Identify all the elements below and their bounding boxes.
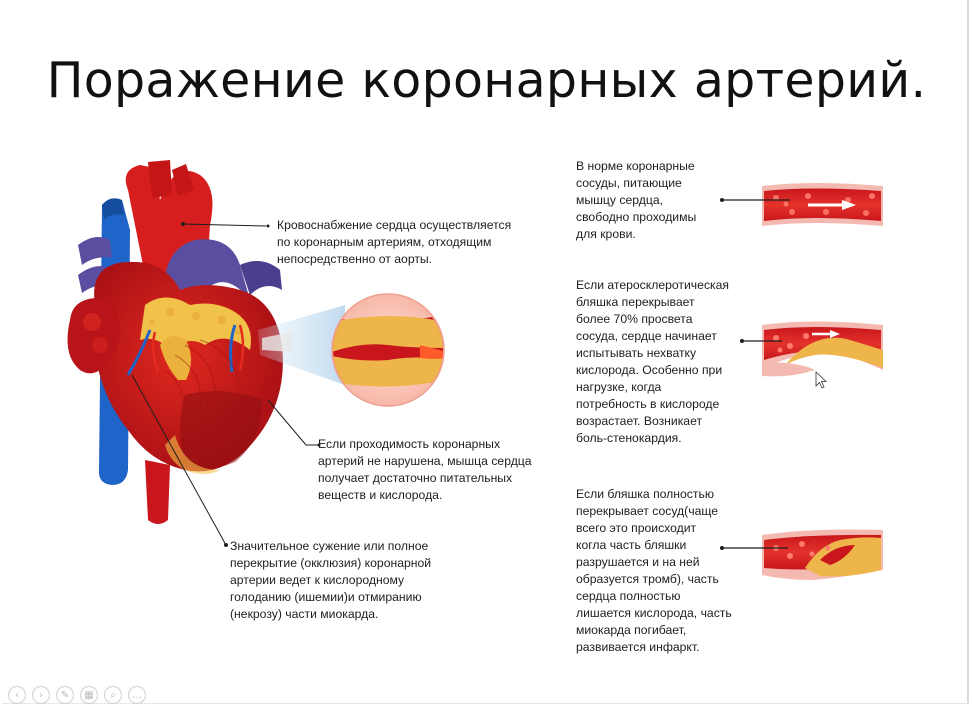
next-icon[interactable]: › xyxy=(32,686,50,704)
leader-lines xyxy=(131,223,318,546)
heart-illustration xyxy=(67,160,283,524)
vessel-occluded xyxy=(762,529,883,580)
slide-title: Поражение коронарных артерий. xyxy=(46,52,927,109)
pen-icon[interactable]: ✎ xyxy=(56,686,74,704)
zoom-icon[interactable]: ⌕ xyxy=(104,686,122,704)
cursor-icon xyxy=(815,371,828,389)
text-patent-arteries: Если проходимость коронарных артерий не … xyxy=(318,437,532,502)
slideshow-controls: ‹ › ✎ ▦ ⌕ … xyxy=(8,686,146,704)
text-normal-vessels: В норме коронарные сосуды, питающие мышц… xyxy=(576,159,697,241)
zoom-beam xyxy=(258,305,345,385)
prev-icon[interactable]: ‹ xyxy=(8,686,26,704)
text-blood-supply: Кровоснабжение сердца осуществляется по … xyxy=(277,218,512,266)
vessel-normal xyxy=(762,183,883,226)
more-icon[interactable]: … xyxy=(128,686,146,704)
zoom-circle xyxy=(331,293,445,407)
text-occlusion: Значительное сужение или полное перекрыт… xyxy=(230,539,432,621)
vessel-plaque xyxy=(762,321,883,377)
slides-icon[interactable]: ▦ xyxy=(80,686,98,704)
text-full-occlusion: Если бляшка полностью перекрывает сосуд(… xyxy=(576,487,732,654)
text-plaque-70: Если атеросклеротическая бляшка перекрыв… xyxy=(576,278,730,445)
